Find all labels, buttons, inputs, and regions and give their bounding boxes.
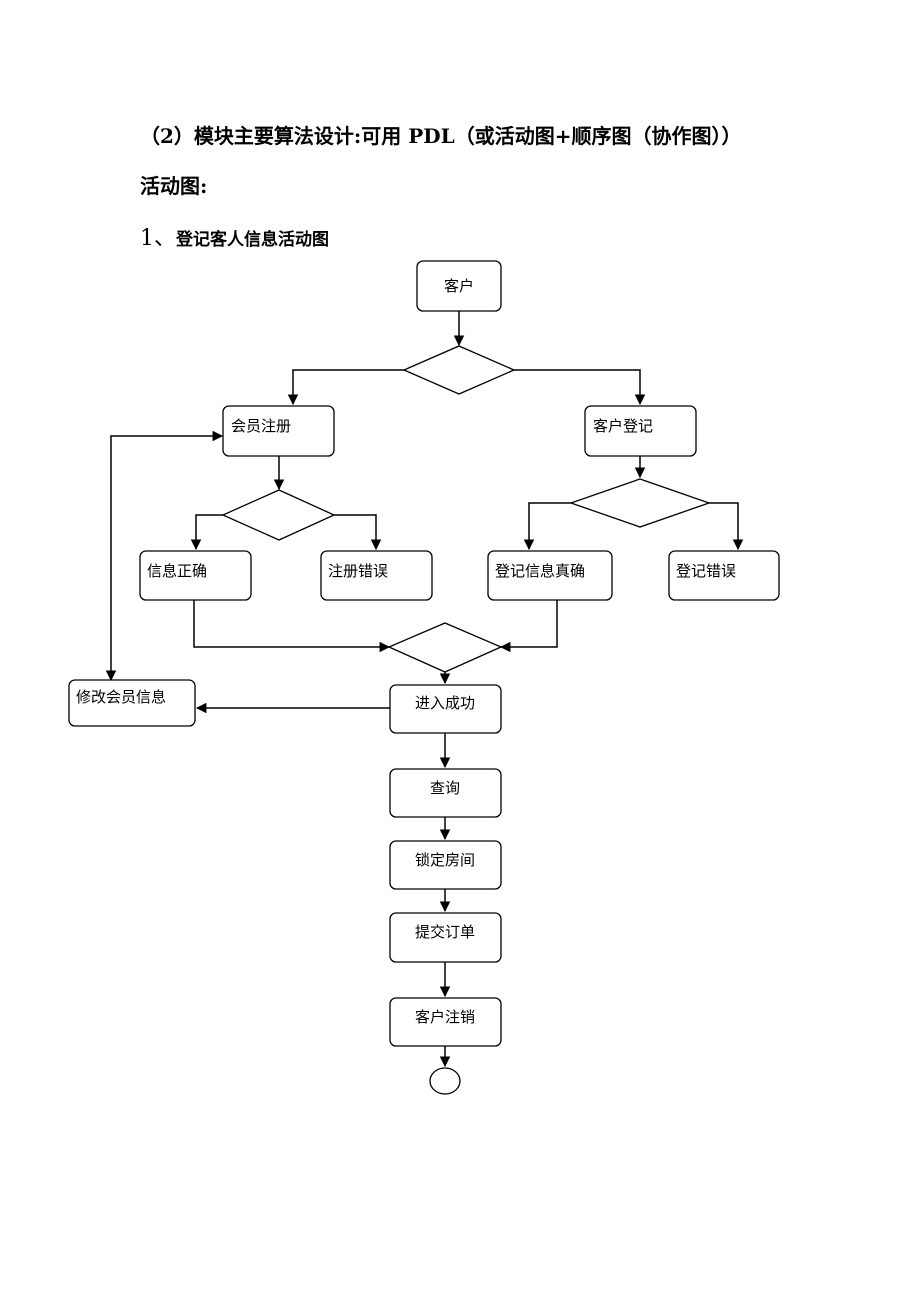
activity-customer-checkin-label: 客户登记 [593,417,653,435]
edge-decision-to-checkin-error [709,502,744,551]
activity-modify-member-info-label: 修改会员信息 [76,688,166,706]
caption-title: 登记客人信息活动图 [176,230,329,250]
merge-diamond [387,622,503,673]
section-heading: （2）模块主要算法设计:可用 PDL（或活动图+顺序图（协作图）） [140,124,742,148]
edge-modify-member-info-to-member-register [105,430,224,682]
activity-checkin-error-label: 登记错误 [676,562,736,580]
decision-member-register [221,489,336,541]
decision-customer-type [402,345,516,395]
edge-decision-to-register-error [334,514,382,551]
activity-customer-logout-label: 客户注销 [415,1008,475,1026]
activity-member-register: 会员注册 [222,405,335,457]
edge-decision-to-checkin-info-correct [523,502,571,551]
activity-submit-order: 提交订单 [389,912,502,963]
decision-customer-checkin [569,478,711,528]
activity-info-correct: 信息正确 [139,550,252,601]
activity-customer-label: 客户 [444,277,474,295]
edge-info-correct-to-merge [193,600,391,653]
edge-checkin-info-correct-to-merge [499,600,558,653]
activity-checkin-info-correct-label: 登记信息真确 [495,562,585,580]
activity-checkin-error: 登记错误 [668,550,780,601]
activity-lock-room-label: 锁定房间 [415,851,475,869]
edge-decision-to-customer-checkin [514,369,646,406]
activity-diagram-label: 活动图: [140,174,208,198]
activity-enter-success-label: 进入成功 [415,694,475,712]
activity-register-error-label: 注册错误 [328,562,388,580]
end-node [429,1067,461,1095]
edges [105,311,744,1068]
activity-modify-member-info: 修改会员信息 [68,679,196,727]
activity-customer: 客户 [416,260,502,312]
activity-query-label: 查询 [430,779,460,797]
activity-submit-order-label: 提交订单 [415,923,475,941]
activity-info-correct-label: 信息正确 [147,562,207,580]
activity-query: 查询 [389,768,502,818]
activity-member-register-label: 会员注册 [231,417,291,435]
edge-decision-to-member-register [287,369,404,406]
activity-enter-success: 进入成功 [389,684,502,734]
diagram-caption: 1、登记客人信息活动图 [140,220,329,252]
edge-decision-to-info-correct [190,514,223,551]
activity-register-error: 注册错误 [320,550,433,601]
activity-lock-room: 锁定房间 [389,840,502,890]
activity-checkin-info-correct: 登记信息真确 [487,550,613,601]
activity-customer-logout: 客户注销 [389,997,502,1047]
caption-number: 1、 [140,226,176,251]
activity-customer-checkin: 客户登记 [584,405,697,457]
